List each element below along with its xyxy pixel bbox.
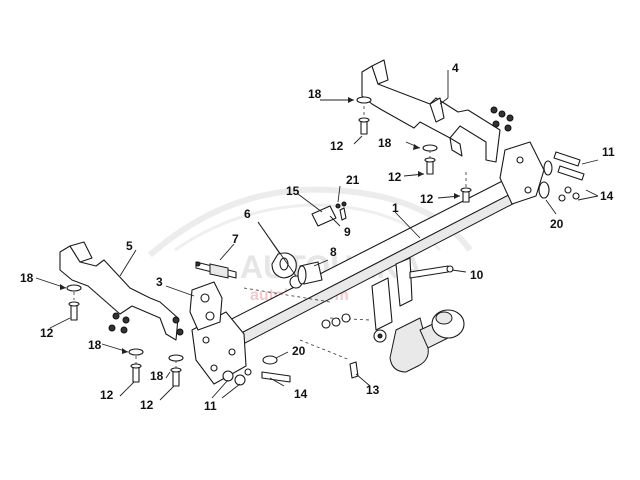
callout-18-left: 18 [20, 271, 34, 285]
leader-lines [35, 70, 599, 401]
callout-12-right: 12 [420, 192, 434, 206]
callout-15: 15 [286, 184, 300, 198]
callout-18-lower: 18 [88, 338, 102, 352]
callout-14-right: 14 [600, 189, 614, 203]
part-1-main-crossbeam [191, 141, 545, 385]
callout-21: 21 [346, 173, 360, 187]
callout-1: 1 [392, 201, 399, 215]
callout-18-mid: 18 [378, 136, 392, 150]
part-6-bushes [271, 252, 303, 289]
callout-12-lower: 12 [100, 388, 114, 402]
callout-labels: 4 18 12 18 12 12 11 14 20 1 15 21 9 6 7 … [20, 61, 615, 413]
part-3-socket-plate [189, 281, 223, 331]
callout-14-left: 14 [294, 387, 308, 401]
beam-nuts [321, 313, 351, 329]
callout-4: 4 [452, 61, 459, 75]
callout-9: 9 [344, 225, 351, 239]
callout-3: 3 [156, 275, 163, 289]
callout-7: 7 [232, 232, 239, 246]
callout-18-bottom: 18 [150, 369, 164, 383]
callout-11-left: 11 [204, 399, 217, 413]
callout-10: 10 [470, 268, 484, 282]
leader-arrowheads [60, 97, 460, 354]
part-9-socket-bracket [311, 201, 347, 227]
part-10-bolt [409, 265, 454, 279]
callout-12-mid: 12 [388, 170, 402, 184]
part-4-right-side-bracket [361, 59, 514, 163]
bolts-and-washers [66, 96, 472, 387]
right-end-fasteners [538, 151, 585, 202]
callout-8: 8 [330, 245, 337, 259]
callout-13: 13 [366, 383, 380, 397]
part-7-bolt [195, 261, 237, 279]
callout-6: 6 [244, 207, 251, 221]
part-5-left-side-bracket [59, 241, 184, 341]
callout-11-right: 11 [602, 145, 615, 159]
callout-5: 5 [126, 239, 133, 253]
part-8-spacer [297, 261, 323, 285]
callout-12-top: 12 [330, 139, 344, 153]
callout-12-left: 12 [40, 326, 54, 340]
callout-12-bottom: 12 [140, 398, 154, 412]
callout-20-left: 20 [292, 344, 306, 358]
callout-20-right: 20 [550, 217, 564, 231]
callout-18-top: 18 [308, 87, 322, 101]
part-13-bolt [349, 361, 359, 379]
tow-ball-neck [373, 309, 465, 373]
left-end-fasteners [222, 355, 291, 386]
